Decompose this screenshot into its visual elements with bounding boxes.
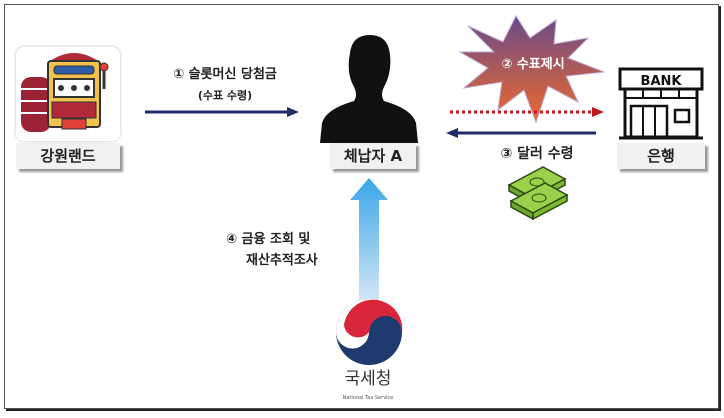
bank-label: 은행 bbox=[617, 143, 705, 169]
arrow-casino-to-taxpayer bbox=[145, 107, 299, 117]
slot-machine-icon bbox=[16, 47, 120, 141]
bank-building-icon: BANK bbox=[618, 67, 704, 140]
arrow-taxpayer-to-bank-dotted bbox=[450, 107, 604, 117]
nts-logo-icon bbox=[336, 299, 403, 365]
step1-label: ① 슬롯머신 당첨금 bbox=[173, 67, 277, 82]
bank-sign-text: BANK bbox=[641, 74, 683, 89]
step1-sublabel: (수표 수령) bbox=[197, 89, 253, 102]
taxpayer-label: 체납자 A bbox=[330, 143, 416, 169]
step3-label: ③ 달러 수령 bbox=[500, 146, 574, 162]
person-silhouette-icon bbox=[320, 35, 418, 143]
step2-label: ② 수표제시 bbox=[501, 57, 565, 72]
kangwonland-label: 강원랜드 bbox=[16, 143, 120, 169]
step4-label: ④ 금융 조회 및 bbox=[226, 232, 311, 247]
nts-name-ko: 국세청 bbox=[344, 369, 392, 389]
money-icon bbox=[507, 166, 569, 220]
step4-sublabel: 재산추적조사 bbox=[246, 253, 318, 268]
nts-name-en: National Tax Service bbox=[342, 395, 394, 401]
starburst-shape bbox=[458, 14, 605, 124]
arrow-bank-to-taxpayer bbox=[446, 128, 596, 138]
arrow-nts-to-taxpayer bbox=[350, 178, 388, 302]
